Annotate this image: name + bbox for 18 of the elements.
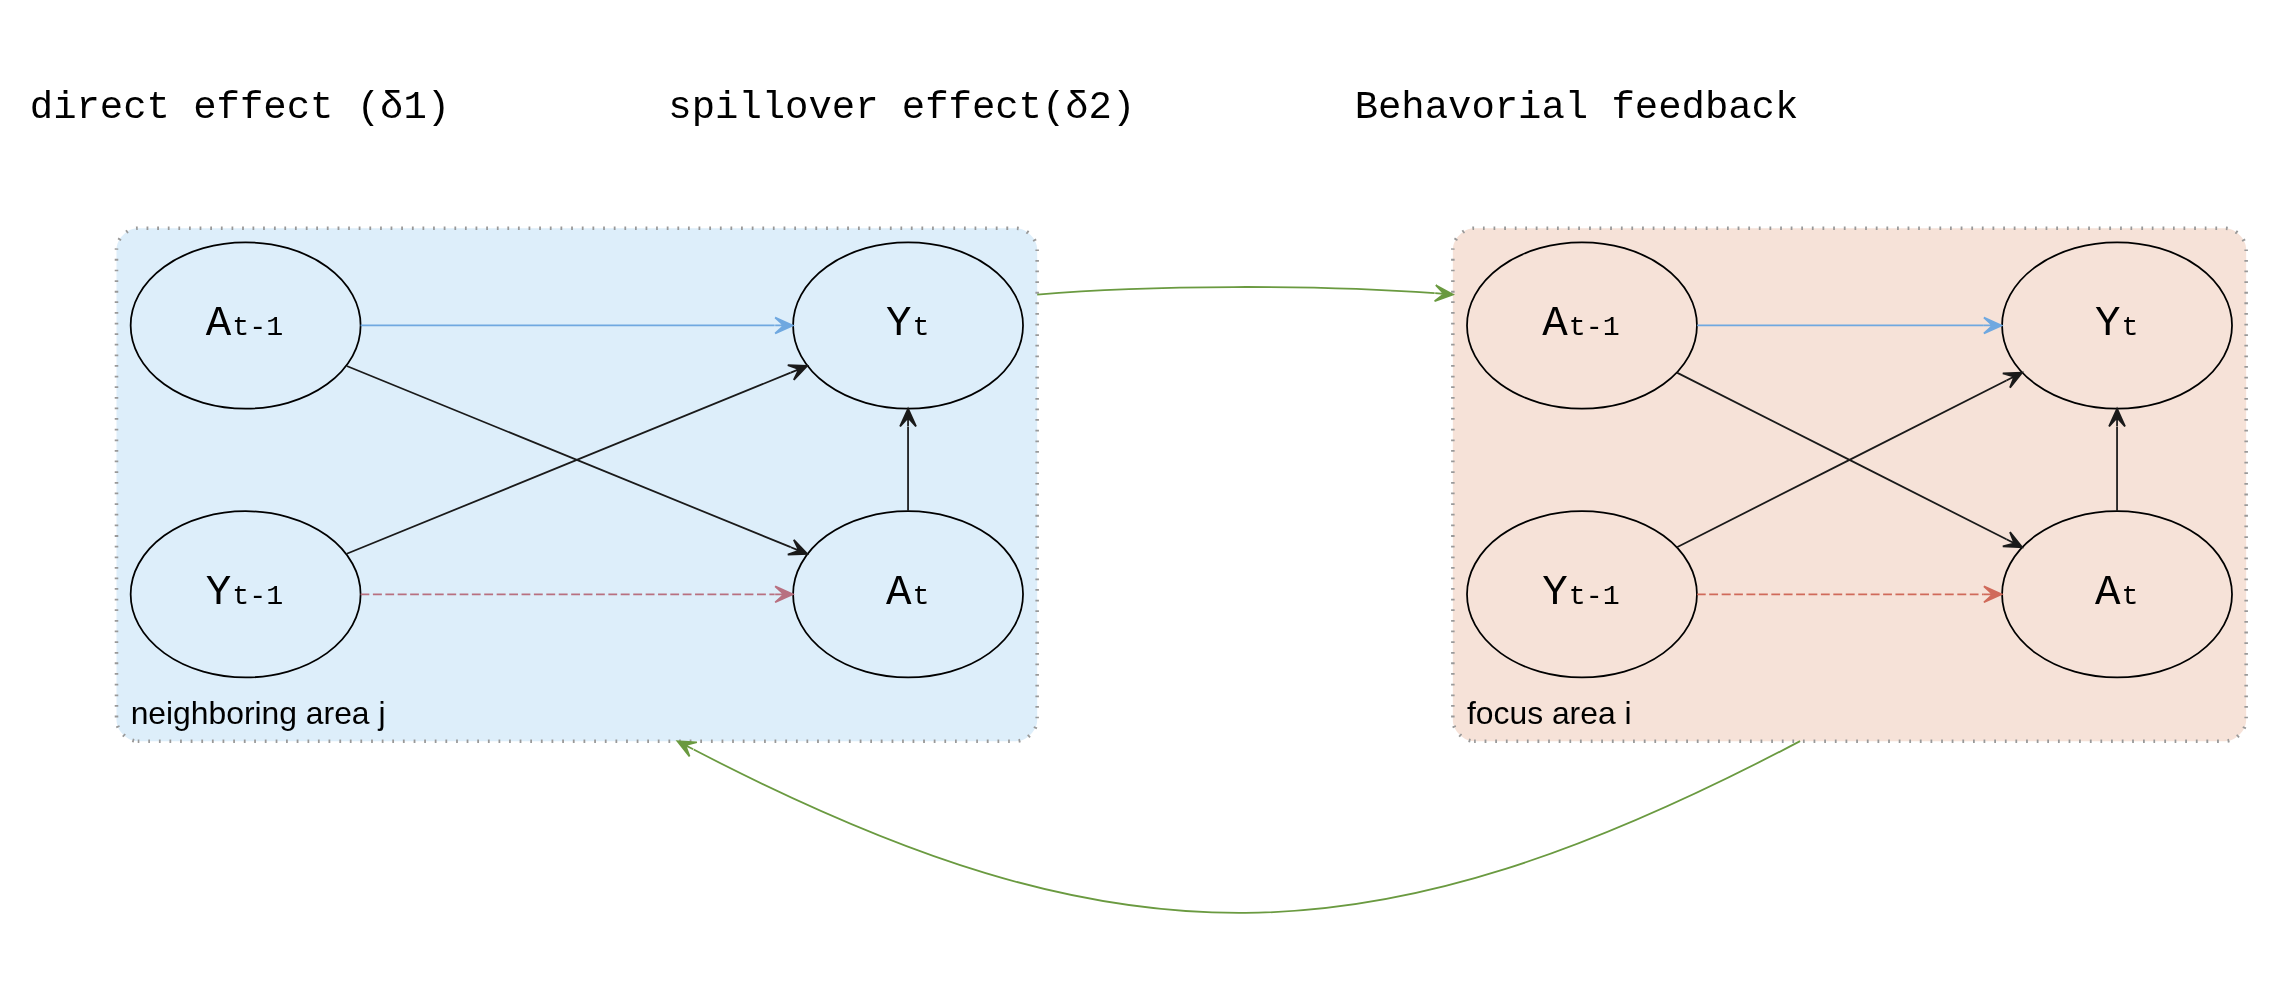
node-ellipse: At bbox=[792, 510, 1024, 679]
arrow bbox=[676, 740, 1801, 914]
arrow bbox=[359, 316, 794, 335]
arrow bbox=[899, 407, 917, 512]
arrow bbox=[359, 585, 794, 604]
legend-label: spillover effect(δ2) bbox=[668, 85, 1136, 130]
node-ellipse: At-1 bbox=[1466, 241, 1698, 410]
arrow bbox=[2108, 407, 2126, 512]
arrow bbox=[1036, 284, 1454, 302]
arrow bbox=[1696, 585, 2003, 604]
node-ellipse: Yt-1 bbox=[129, 510, 362, 679]
node-ellipse: At-1 bbox=[129, 241, 362, 410]
arrow bbox=[1676, 371, 2024, 549]
node-ellipse: Yt-1 bbox=[1466, 510, 1698, 679]
legend-label: direct effect (δ1) bbox=[29, 85, 451, 130]
node-ellipse: Yt bbox=[792, 241, 1024, 410]
legend-label: Behavorial feedback bbox=[1354, 85, 1799, 130]
arrow bbox=[1696, 316, 2003, 335]
